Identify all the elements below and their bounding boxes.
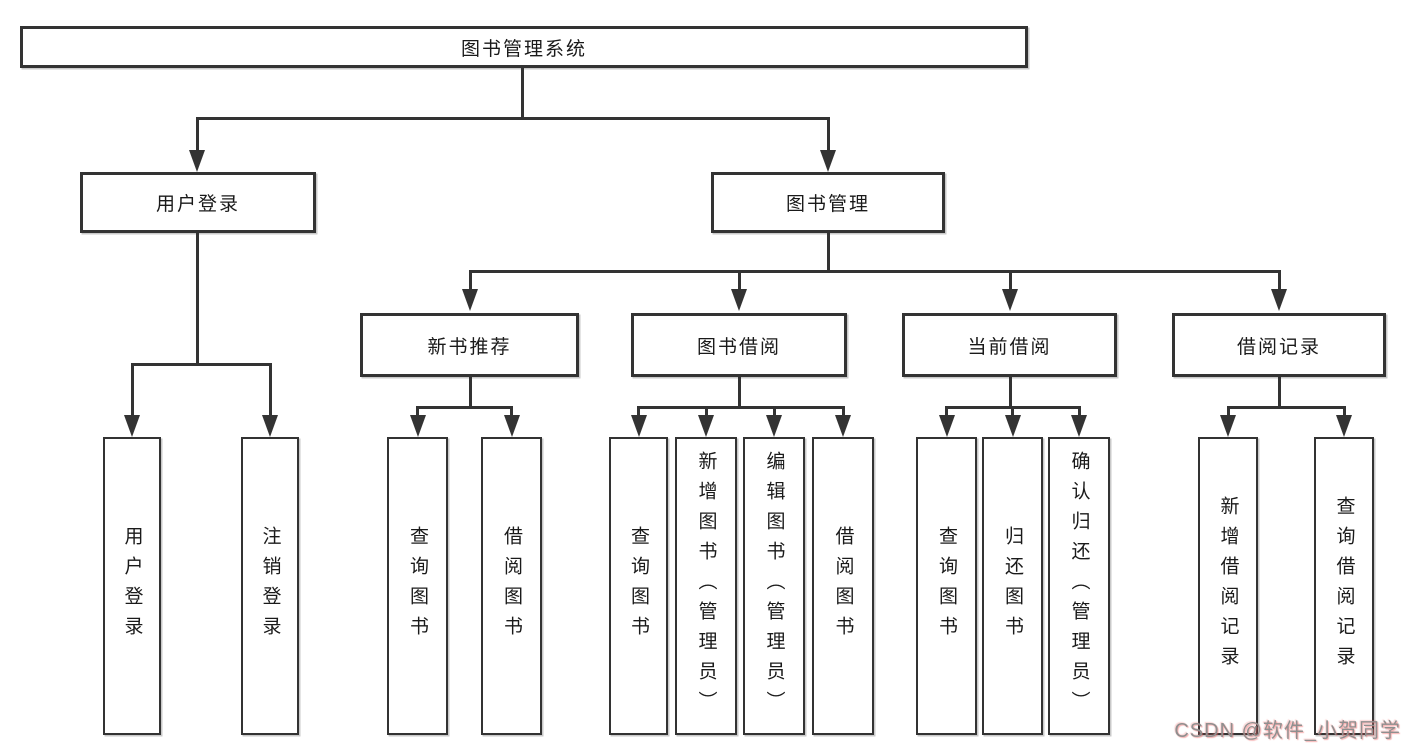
arrow-to-book-management bbox=[826, 117, 830, 150]
leaf-query-books-borrow: 查询图书 bbox=[609, 437, 668, 735]
arrow-to-logout-leaf bbox=[268, 363, 272, 415]
node-borrow-records: 借阅记录 bbox=[1172, 313, 1386, 377]
arrow-to-borrow-records bbox=[1277, 270, 1281, 289]
csdn-watermark: CSDN @软件_小贺同学 bbox=[1174, 720, 1401, 742]
arrow-to-book-borrow bbox=[737, 270, 741, 289]
connector-book-management-branch bbox=[468, 270, 1280, 273]
leaf-add-books-admin: 新增图书（管理员） bbox=[675, 437, 737, 735]
arrow-to-user-login bbox=[195, 117, 199, 150]
node-user-login: 用户登录 bbox=[80, 172, 316, 233]
node-current-borrow: 当前借阅 bbox=[902, 313, 1117, 377]
arrow-to-edit-books-admin bbox=[772, 406, 776, 415]
connector-root-branch bbox=[195, 117, 830, 120]
leaf-query-books-current: 查询图书 bbox=[916, 437, 977, 735]
leaf-confirm-return-admin: 确认归还（管理员） bbox=[1048, 437, 1110, 735]
leaf-borrow-books-recommend: 借阅图书 bbox=[481, 437, 542, 735]
leaf-query-borrow-record: 查询借阅记录 bbox=[1314, 437, 1374, 735]
arrow-to-borrow-books bbox=[841, 406, 845, 415]
arrow-to-query-books-recommend bbox=[416, 406, 419, 415]
leaf-query-books-recommend: 查询图书 bbox=[387, 437, 448, 735]
arrow-to-user-login-leaf bbox=[130, 363, 134, 415]
leaf-borrow-books: 借阅图书 bbox=[812, 437, 874, 735]
connector-current-borrow-stem bbox=[1008, 377, 1012, 406]
connector-new-book-recommend-branch bbox=[416, 406, 513, 409]
leaf-add-borrow-record: 新增借阅记录 bbox=[1198, 437, 1258, 735]
connector-new-book-recommend-stem bbox=[468, 377, 472, 406]
connector-borrow-records-branch bbox=[1226, 406, 1346, 409]
leaf-user-login: 用户登录 bbox=[103, 437, 161, 735]
connector-user-login-branch bbox=[130, 363, 272, 366]
arrow-to-query-borrow-record bbox=[1342, 406, 1346, 415]
node-book-management: 图书管理 bbox=[711, 172, 945, 233]
arrow-to-new-book-recommend bbox=[468, 270, 472, 289]
arrow-to-query-books-current bbox=[945, 406, 948, 415]
arrow-to-borrow-books-recommend bbox=[510, 406, 513, 415]
node-library-management-system: 图书管理系统 bbox=[20, 26, 1028, 68]
arrow-to-query-books-borrow bbox=[637, 406, 640, 415]
connector-book-borrow-branch bbox=[637, 406, 845, 409]
connector-book-management-stem bbox=[826, 233, 830, 270]
node-book-borrow: 图书借阅 bbox=[631, 313, 847, 377]
arrow-to-confirm-return-admin bbox=[1077, 406, 1081, 415]
leaf-return-books: 归还图书 bbox=[982, 437, 1043, 735]
arrow-to-add-books-admin bbox=[704, 406, 708, 415]
arrow-to-return-books bbox=[1011, 406, 1014, 415]
arrow-to-current-borrow bbox=[1008, 270, 1012, 289]
connector-root-stem bbox=[520, 68, 524, 117]
connector-borrow-records-stem bbox=[1277, 377, 1281, 406]
arrow-to-add-borrow-record bbox=[1226, 406, 1230, 415]
connector-book-borrow-stem bbox=[737, 377, 741, 406]
connector-user-login-stem bbox=[195, 233, 199, 363]
leaf-logout: 注销登录 bbox=[241, 437, 299, 735]
node-new-book-recommend: 新书推荐 bbox=[360, 313, 579, 377]
leaf-edit-books-admin: 编辑图书（管理员） bbox=[743, 437, 805, 735]
